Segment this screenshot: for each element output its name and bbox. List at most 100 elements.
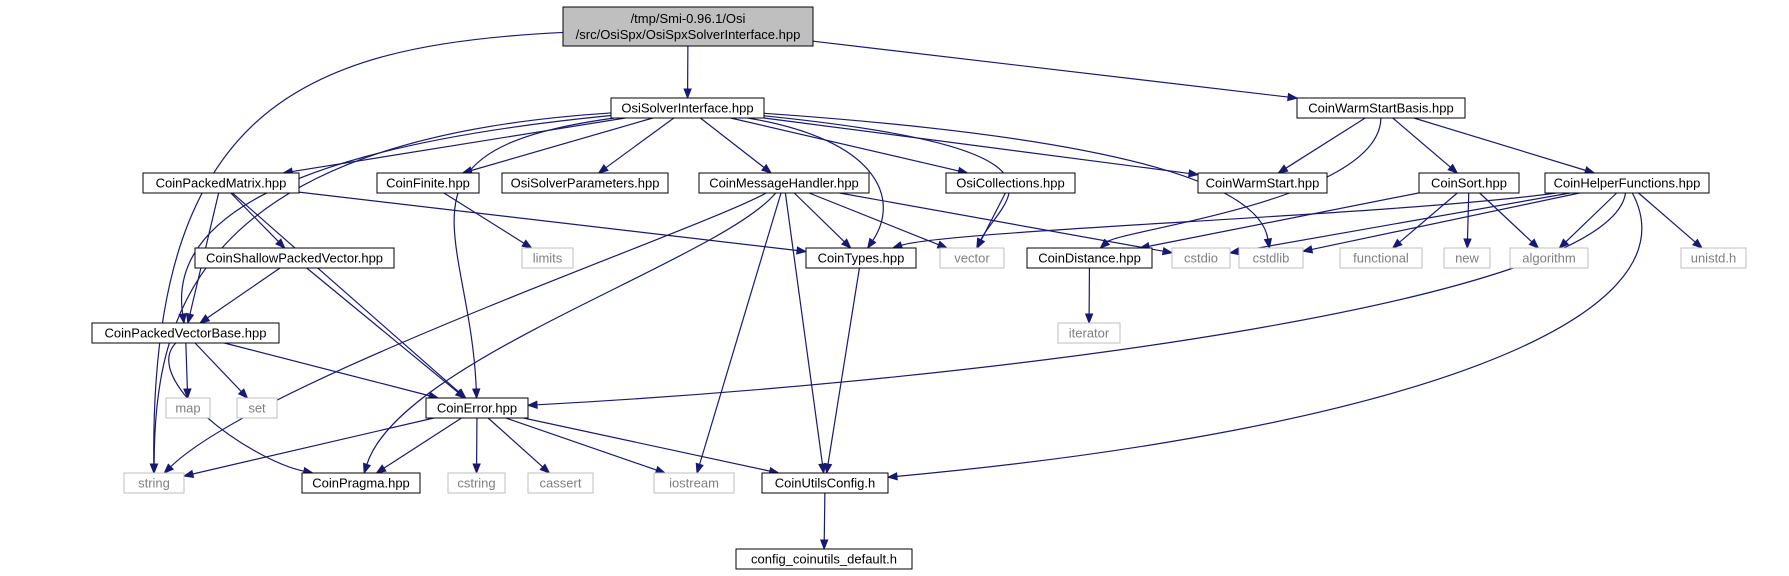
node-label: CoinPragma.hpp	[312, 476, 410, 491]
node-box	[1680, 247, 1747, 269]
edge-line	[194, 342, 242, 392]
edge-coinshallowpackedvector-to-coinerror	[306, 267, 466, 399]
edge-line	[231, 192, 460, 393]
edge-arrowhead	[840, 238, 852, 249]
edge-line	[536, 192, 1627, 406]
node-coinpragma[interactable]: CoinPragma.hpp	[301, 472, 421, 494]
node-box	[1339, 247, 1423, 269]
edge-coinpackedvectorbase-to-map	[183, 342, 192, 400]
node-unistd: unistd.h	[1680, 247, 1747, 269]
node-label: CoinWarmStart.hpp	[1206, 176, 1320, 191]
edge-coinerror-to-cassert	[487, 417, 551, 474]
node-box	[1418, 172, 1520, 194]
edge-line	[453, 117, 615, 390]
edge-osisolverinterface-to-cointypes	[747, 117, 884, 250]
edge-line	[487, 417, 544, 468]
node-label: CoinTypes.hpp	[818, 251, 905, 266]
edge-arrowhead	[539, 463, 551, 474]
edge-line	[185, 342, 188, 390]
edge-arrowhead	[149, 463, 159, 475]
edge-coinhelperfunctions-to-coinutilsconfig	[886, 192, 1643, 481]
node-box	[939, 247, 1005, 269]
edge-osisolverinterface-to-coinpackedmatrix	[281, 117, 626, 176]
node-label: CoinWarmStartBasis.hpp	[1308, 101, 1453, 116]
node-coinwarmstartbasis[interactable]: CoinWarmStartBasis.hpp	[1296, 97, 1466, 119]
edge-line	[823, 492, 826, 541]
edge-line	[896, 192, 1643, 477]
node-coinshallowpackedvector[interactable]: CoinShallowPackedVector.hpp	[194, 247, 395, 269]
node-coindistance[interactable]: CoinDistance.hpp	[1026, 247, 1153, 269]
edge-coinshallowpackedvector-to-coinpackedvectorbase	[198, 267, 281, 324]
edge-arrowhead	[1188, 169, 1200, 178]
node-label: CoinShallowPackedVector.hpp	[206, 251, 383, 266]
node-box	[301, 472, 421, 494]
node-coinpackedmatrix[interactable]: CoinPackedMatrix.hpp	[142, 172, 300, 194]
edge-line	[808, 192, 939, 246]
node-cassert: cassert	[527, 472, 594, 494]
edge-line	[181, 114, 612, 315]
node-coinwarmstart[interactable]: CoinWarmStart.hpp	[1197, 172, 1328, 194]
node-osicollections[interactable]: OsiCollections.hpp	[945, 172, 1076, 194]
edge-arrowhead	[683, 88, 692, 100]
node-coinsort[interactable]: CoinSort.hpp	[1418, 172, 1520, 194]
node-label: CoinMessageHandler.hpp	[709, 176, 859, 191]
edge-line	[747, 117, 884, 241]
edge-arrowhead	[820, 539, 829, 551]
node-config_coinutils_default[interactable]: config_coinutils_default.h	[735, 548, 913, 570]
edge-arrowhead	[936, 240, 949, 249]
edge-coinhelperfunctions-to-algorithm	[1558, 192, 1618, 249]
edge-line	[980, 192, 1006, 241]
edge-line	[1285, 117, 1366, 169]
node-box	[698, 172, 870, 194]
node-label: cstdlib	[1253, 251, 1290, 266]
node-string: string	[123, 472, 185, 494]
node-label: algorithm	[1522, 251, 1575, 266]
edge-coinsort-to-coindistance	[1138, 192, 1420, 251]
node-coinfinite[interactable]: CoinFinite.hpp	[376, 172, 480, 194]
node-box	[521, 247, 574, 269]
edge-coinsort-to-new	[1463, 192, 1472, 250]
edge-osisolverinterface-to-osisolverparameters	[597, 117, 675, 174]
edge-line	[443, 192, 525, 244]
node-label: unistd.h	[1691, 251, 1737, 266]
node-coinutilsconfig[interactable]: CoinUtilsConfig.h	[761, 472, 889, 494]
node-box	[562, 6, 814, 47]
edge-line	[471, 117, 654, 172]
node-label: CoinError.hpp	[437, 401, 517, 416]
node-box	[653, 472, 735, 494]
edge-arrowhead	[526, 400, 538, 409]
node-osisolverparameters[interactable]: OsiSolverParameters.hpp	[501, 172, 669, 194]
node-root[interactable]: /tmp/Smi-0.96.1/Osi/src/OsiSpx/OsiSpxSol…	[562, 6, 814, 47]
edge-line	[827, 267, 860, 465]
node-box	[1238, 247, 1304, 269]
node-cointypes[interactable]: CoinTypes.hpp	[805, 247, 917, 269]
edge-arrowhead	[521, 239, 533, 249]
edge-arrowhead	[182, 469, 195, 479]
node-coinmessagehandler[interactable]: CoinMessageHandler.hpp	[698, 172, 870, 194]
edge-arrowhead	[178, 312, 187, 325]
node-coinpackedvectorbase[interactable]: CoinPackedVectorBase.hpp	[91, 322, 280, 344]
edges-layer	[149, 31, 1704, 551]
node-label: cassert	[540, 476, 582, 491]
node-cstdlib: cstdlib	[1238, 247, 1304, 269]
edge-coinmessagehandler-to-cstdio	[839, 192, 1174, 256]
edge-arrowhead	[472, 388, 481, 400]
edge-arrowhead	[597, 163, 609, 174]
edge-coinmessagehandler-to-coinutilsconfig	[784, 192, 827, 475]
node-coinerror[interactable]: CoinError.hpp	[425, 397, 529, 419]
edge-coinsort-to-algorithm	[1479, 192, 1540, 249]
edge-line	[306, 267, 459, 393]
node-osisolverinterface[interactable]: OsiSolverInterface.hpp	[610, 97, 765, 119]
edge-arrowhead	[237, 388, 249, 399]
edge-arrowhead	[818, 463, 827, 475]
edge-line	[730, 117, 959, 172]
node-cstdio: cstdio	[1171, 247, 1231, 269]
edge-arrowhead	[1228, 247, 1241, 256]
node-box	[610, 97, 765, 119]
edge-coinerror-to-string	[182, 417, 435, 479]
edge-line	[1638, 192, 1696, 243]
node-coinhelperfunctions[interactable]: CoinHelperFunctions.hpp	[1544, 172, 1710, 194]
edge-arrowhead	[866, 237, 877, 250]
edge-line	[784, 192, 824, 465]
